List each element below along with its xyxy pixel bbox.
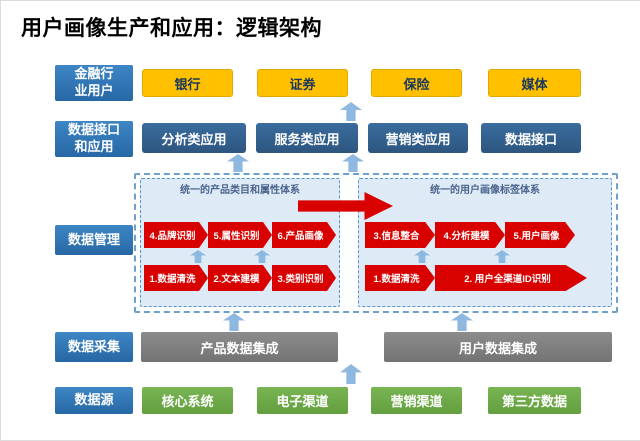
process-step-arrow: 5.属性识别 (208, 222, 272, 248)
app-item-analysis: 分析类应用 (142, 123, 246, 153)
collection-item-user: 用户数据集成 (384, 332, 612, 362)
process-step-arrow: 4.品牌识别 (144, 222, 208, 248)
up-arrow-icon (223, 313, 245, 331)
user-group-title: 统一的用户画像标签体系 (430, 184, 540, 196)
page-title: 用户画像生产和应用：逻辑架构 (21, 17, 322, 40)
layer-label-source: 数据源 (55, 387, 133, 414)
up-arrow-icon (451, 313, 473, 331)
process-step-arrow: 4.分析建模 (435, 222, 505, 248)
industry-item-insurance: 保险 (371, 69, 462, 97)
source-item-marketing: 营销渠道 (371, 387, 462, 414)
app-item-service: 服务类应用 (256, 123, 358, 153)
collection-item-product: 产品数据集成 (141, 332, 338, 362)
app-item-data-interface: 数据接口 (481, 123, 581, 153)
layer-label-management: 数据管理 (55, 225, 133, 255)
process-step-arrow: 2.文本建模 (208, 265, 272, 291)
process-step-arrow: 1.数据清洗 (365, 265, 435, 291)
up-arrow-icon (342, 154, 364, 172)
industry-item-bank: 银行 (142, 69, 233, 97)
source-item-echannel: 电子渠道 (257, 387, 348, 414)
source-item-thirdparty: 第三方数据 (488, 387, 581, 414)
industry-item-securities: 证券 (257, 69, 348, 97)
process-step-arrow: 6.产品画像 (272, 222, 336, 248)
app-item-marketing: 营销类应用 (368, 123, 468, 153)
process-step-arrow: 3.信息整合 (365, 222, 435, 248)
product-group-title: 统一的产品类目和属性体系 (180, 184, 300, 196)
layer-label-apps: 数据接口 和应用 (55, 121, 133, 157)
process-step-arrow: 5.用户画像 (505, 222, 575, 248)
industry-item-media: 媒体 (488, 69, 581, 97)
process-step-arrow: 2. 用户全渠道ID识别 (435, 265, 587, 291)
layer-label-collection: 数据采集 (55, 332, 133, 362)
up-arrow-icon (340, 364, 362, 384)
up-arrow-icon (227, 154, 249, 172)
process-step-arrow: 1.数据清洗 (144, 265, 208, 291)
layer-label-industry: 金融行 业用户 (55, 65, 133, 101)
process-step-arrow: 3.类别识别 (272, 265, 336, 291)
up-arrow-icon (340, 102, 362, 121)
source-item-core: 核心系统 (142, 387, 233, 414)
